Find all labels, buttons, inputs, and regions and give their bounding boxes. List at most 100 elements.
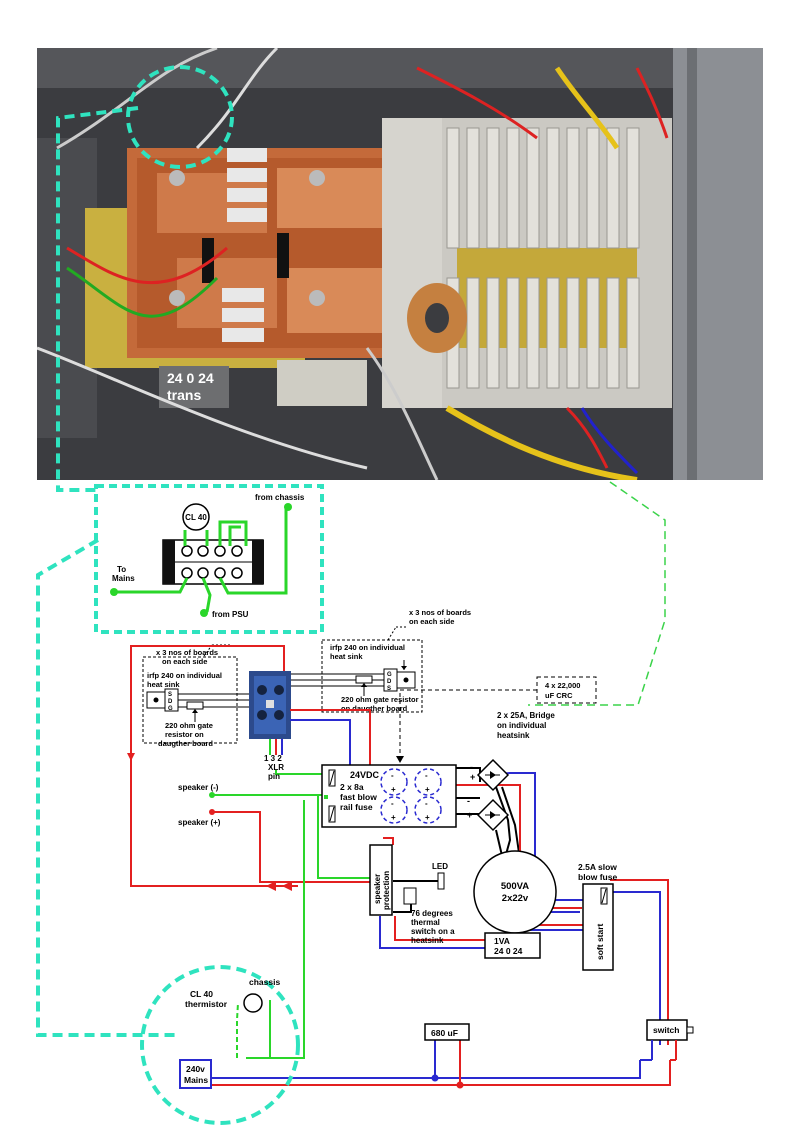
svg-text:-: -	[391, 799, 394, 808]
left-resistor-line1: 220 ohm gate	[165, 721, 213, 730]
amplifier-photo-drawing	[37, 48, 763, 480]
left-count-line2: on each side	[162, 657, 207, 666]
mains-highlight-circle	[140, 965, 300, 1125]
left-pin-s: S	[168, 692, 172, 698]
red-arrow-left	[266, 881, 276, 891]
right-pin-s: S	[387, 686, 391, 692]
bridge-rectifier-1	[476, 758, 510, 792]
psu-point	[200, 609, 208, 617]
to-mains-line2: Mains	[112, 574, 135, 583]
xlr-pin-label: pin	[268, 772, 280, 781]
right-resistor-line1: 220 ohm gate resistor	[341, 695, 419, 704]
left-pin-d: D	[168, 699, 173, 705]
caps-note-line1: 4 x 22,000	[545, 681, 580, 690]
left-pin-g: G	[168, 706, 173, 712]
thermistor-symbol	[182, 503, 210, 531]
heatsink-leader-line	[528, 481, 666, 706]
right-mosfet: G D S	[291, 660, 416, 696]
cl40-symbol	[243, 993, 263, 1013]
speaker-neg-terminal	[209, 792, 215, 798]
speaker-protection-line1: speaker	[373, 874, 382, 904]
left-resistor-line2: resistor on	[165, 730, 204, 739]
left-resistor-line3: daugther board	[158, 739, 213, 748]
thermal-line1: 76 degrees	[411, 909, 453, 918]
transformer-va: 500VA	[501, 881, 529, 892]
left-mosfet: S D G	[146, 688, 249, 722]
svg-text:+: +	[467, 810, 472, 820]
slow-fuse-line1: 2.5A slow	[578, 862, 617, 872]
left-count-line1: x 3 nos of boards	[156, 648, 218, 657]
xlr-pins: 1 3 2	[264, 754, 282, 763]
right-pin-g: G	[387, 672, 392, 678]
svg-text:-: -	[391, 771, 394, 780]
mains-point	[110, 588, 118, 596]
terminal-inset-box	[94, 484, 324, 634]
speaker-pos-label: speaker (+)	[178, 818, 221, 827]
transformer-photo-label: 24 0 24 trans	[167, 370, 214, 404]
chassis-label: chassis	[249, 977, 280, 987]
right-irfp-line1: irfp 240 on individual	[330, 643, 405, 652]
thermal-line4: heatsink	[411, 936, 444, 945]
transformer-voltage: 2x22v	[502, 893, 529, 904]
junction-blue	[431, 1074, 439, 1082]
soft-start-box	[582, 883, 614, 971]
inset-leader-line	[56, 106, 139, 492]
photo-terminal-highlight	[126, 65, 234, 169]
junction-red	[456, 1081, 464, 1089]
terminal-block	[162, 539, 264, 585]
cap-polarity-marks: - - + + - - + +	[391, 771, 430, 822]
speaker-neg-label: speaker (-)	[178, 783, 219, 792]
mains-line2: Mains	[184, 1075, 208, 1085]
caps-leader-arrow	[396, 756, 404, 763]
speaker-pos-terminal	[209, 809, 215, 815]
svg-text:+: +	[425, 785, 430, 794]
led-symbol	[437, 872, 445, 890]
right-count-line1: x 3 nos of boards	[409, 608, 471, 617]
red-arrow-down	[127, 753, 135, 761]
transformer-label-line1: 24 0 24	[167, 370, 214, 386]
from-psu-label: from PSU	[212, 610, 249, 619]
inset-green-wires	[116, 507, 288, 613]
svg-text:-: -	[467, 796, 470, 806]
left-irfp-line1: irfp 240 on individual	[147, 671, 222, 680]
psu-voltage: 24VDC	[350, 770, 380, 780]
right-count-line2: on each side	[409, 617, 454, 626]
thermal-line2: thermal	[411, 918, 440, 927]
svg-text:+: +	[391, 813, 396, 822]
fuse-symbols	[328, 769, 336, 823]
small-transformer-box	[484, 932, 541, 959]
thermistor-label: CL 40	[185, 513, 207, 522]
svg-text:+: +	[391, 785, 396, 794]
cl40-line2: thermistor	[185, 999, 228, 1009]
small-trans-line2: 24 0 24	[494, 946, 523, 956]
right-pin-d: D	[387, 679, 392, 685]
switch-label: switch	[653, 1025, 679, 1035]
caps-note-line2: uF CRC	[545, 691, 573, 700]
mains-box	[179, 1059, 212, 1089]
right-irfp-line2: heat sink	[330, 652, 363, 661]
to-mains-line1: To	[117, 565, 126, 574]
bridge-rectifier-2	[476, 798, 510, 832]
main-transformer	[473, 850, 557, 934]
amplifier-photo: 24 0 24 trans	[37, 48, 763, 480]
filter-capacitors	[380, 768, 442, 824]
red-arrow-left-2	[282, 881, 292, 891]
mains-line1: 240v	[186, 1064, 205, 1074]
chassis-point	[284, 503, 292, 511]
svg-text:+: +	[425, 813, 430, 822]
right-board-note-box	[321, 639, 423, 713]
speaker-protection-box	[369, 844, 393, 916]
speaker-protection-line2: protection	[382, 871, 391, 910]
svg-text:-: -	[425, 799, 428, 808]
small-trans-line1: 1VA	[494, 936, 510, 946]
from-chassis-label: from chassis	[255, 493, 305, 502]
cap-680-box	[424, 1023, 470, 1041]
thermal-line3: switch on a	[411, 927, 455, 936]
svg-text:-: -	[425, 771, 428, 780]
slow-fuse-line2: blow fuse	[578, 872, 617, 882]
bridge-note-line1: 2 x 25A, Bridge	[497, 711, 555, 720]
svg-text:+: +	[470, 772, 475, 782]
psu-fuse-line3: rail fuse	[340, 802, 373, 812]
bridge-note-line3: heatsink	[497, 731, 530, 740]
